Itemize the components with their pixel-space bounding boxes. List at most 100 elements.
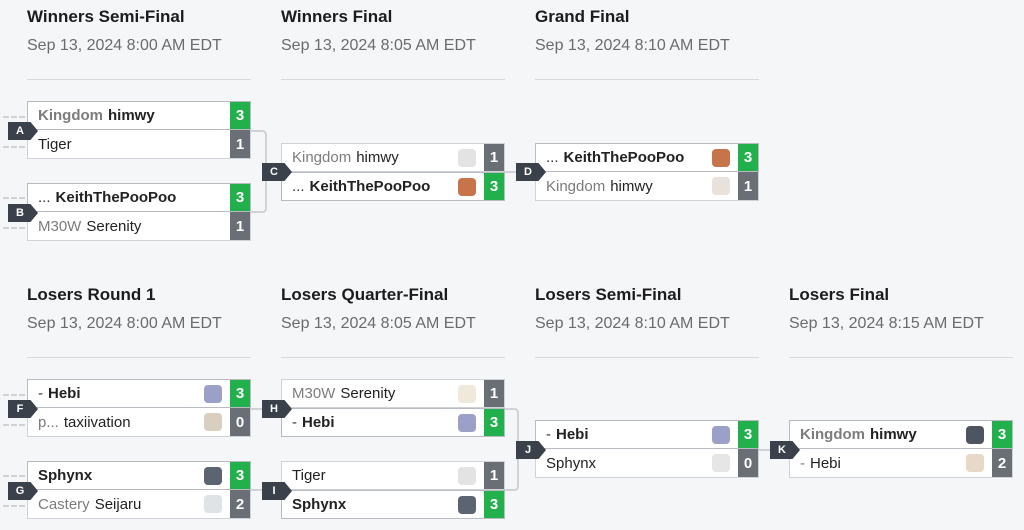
team-prefix: M30W: [38, 217, 82, 235]
round-title-losers-sf: Losers Semi-Final: [535, 285, 682, 304]
divider: [281, 357, 505, 358]
score: 1: [738, 172, 758, 200]
match-j[interactable]: -Hebi 3 Sphynx 0: [535, 420, 759, 478]
score: 3: [738, 144, 758, 171]
score: 1: [484, 144, 504, 171]
score: 1: [484, 380, 504, 407]
round-date-grand-final: Sep 13, 2024 8:10 AM EDT: [535, 37, 730, 54]
match-badge[interactable]: F: [8, 400, 38, 418]
player-name: himwy: [356, 149, 399, 166]
round-date-winners-final: Sep 13, 2024 8:05 AM EDT: [281, 37, 476, 54]
team-slot[interactable]: Tiger 1: [281, 461, 505, 490]
player-name: Seijaru: [94, 495, 142, 513]
team-slot[interactable]: Sphynx 0: [535, 449, 759, 478]
score: 3: [230, 102, 250, 129]
team-slot[interactable]: p...taxiivation 0: [27, 408, 251, 437]
player-name: Hebi: [810, 454, 841, 472]
wolf-avatar-icon: [204, 466, 222, 485]
score: 3: [484, 491, 504, 518]
team-prefix: -: [800, 454, 805, 472]
score: 1: [230, 130, 250, 158]
player-name: Sphynx: [292, 496, 347, 513]
team-slot[interactable]: Sphynx 3: [27, 461, 251, 490]
character-avatar-icon: [204, 384, 222, 403]
divider: [535, 79, 759, 80]
team-slot[interactable]: -Hebi 3: [535, 420, 759, 449]
team-prefix: ...: [292, 178, 305, 195]
team-slot[interactable]: ...KeithThePooPoo 3: [535, 143, 759, 172]
match-f[interactable]: -Hebi 3 p...taxiivation 0: [27, 379, 251, 437]
team-slot[interactable]: -Hebi 2: [789, 449, 1013, 478]
team-prefix: -: [38, 385, 43, 402]
score: 3: [230, 462, 250, 489]
player-name: taxiivation: [63, 413, 131, 431]
character-avatar-icon: [712, 148, 730, 167]
score: 3: [484, 409, 504, 436]
score: 3: [230, 184, 250, 211]
team-slot[interactable]: ... KeithThePooPoo 3: [281, 172, 505, 201]
bracket-lead: [3, 424, 25, 426]
team-slot[interactable]: Sphynx 3: [281, 490, 505, 519]
team-slot[interactable]: -Hebi 3: [281, 408, 505, 437]
match-badge[interactable]: G: [8, 482, 38, 500]
match-badge[interactable]: A: [8, 122, 38, 140]
match-badge[interactable]: K: [770, 441, 800, 459]
team-prefix: Kingdom: [38, 107, 103, 124]
bracket-lead: [3, 227, 25, 229]
round-title-losers-qf: Losers Quarter-Final: [281, 285, 449, 304]
player-name: Serenity: [340, 385, 396, 402]
bracket-lead: [3, 197, 25, 199]
wolf-avatar-icon: [458, 495, 476, 514]
match-badge[interactable]: H: [262, 400, 292, 418]
elephant-avatar-icon: [458, 466, 476, 485]
team-slot[interactable]: -Hebi 3: [27, 379, 251, 408]
round-title-winners-final: Winners Final: [281, 7, 393, 26]
score: 2: [230, 490, 250, 518]
round-date-winners-semi: Sep 13, 2024 8:00 AM EDT: [27, 37, 222, 54]
match-badge[interactable]: D: [516, 163, 546, 181]
round-title-grand-final: Grand Final: [535, 7, 630, 26]
round-title-losers-r1: Losers Round 1: [27, 285, 156, 304]
player-name: KeithThePooPoo: [55, 189, 177, 206]
team-prefix: Kingdom: [800, 426, 865, 443]
player-name: Tiger: [292, 467, 326, 484]
player-name: Sphynx: [38, 467, 93, 484]
bracket-lead: [3, 146, 25, 148]
divider: [27, 357, 251, 358]
character-avatar-icon: [712, 177, 730, 195]
team-slot[interactable]: ...KeithThePooPoo 3: [27, 183, 251, 212]
match-badge[interactable]: B: [8, 204, 38, 222]
character-avatar-icon: [458, 177, 476, 196]
round-date-losers-r1: Sep 13, 2024 8:00 AM EDT: [27, 315, 222, 332]
round-date-losers-final: Sep 13, 2024 8:15 AM EDT: [789, 315, 984, 332]
divider: [789, 357, 1013, 358]
player-name: Hebi: [556, 426, 589, 443]
team-prefix: p...: [38, 413, 59, 431]
score: 3: [484, 173, 504, 200]
match-badge[interactable]: J: [516, 441, 546, 459]
team-prefix: -: [292, 414, 297, 431]
match-i[interactable]: Tiger 1 Sphynx 3: [281, 461, 505, 519]
divider: [281, 79, 505, 80]
elephant-avatar-icon: [458, 148, 476, 167]
round-date-losers-qf: Sep 13, 2024 8:05 AM EDT: [281, 315, 476, 332]
bracket-lead: [3, 394, 25, 396]
match-badge[interactable]: C: [262, 163, 292, 181]
player-name: KeithThePooPoo: [309, 178, 431, 195]
match-badge[interactable]: I: [262, 482, 292, 500]
team-slot[interactable]: Tiger 1: [27, 130, 251, 159]
